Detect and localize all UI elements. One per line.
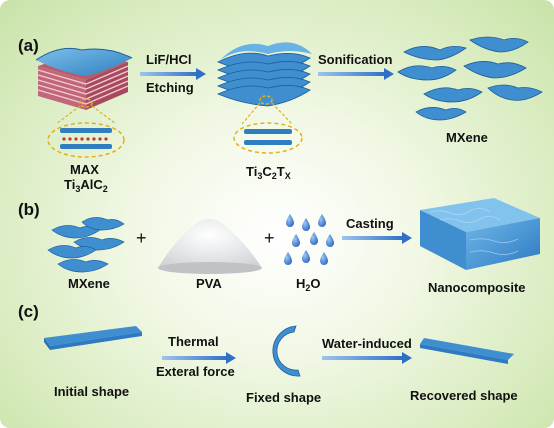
max-phase-stack-icon <box>35 47 133 110</box>
max-formula: Ti3AlC2 <box>64 177 108 194</box>
thermal-label: Thermal <box>168 334 219 349</box>
sonification-arrow <box>318 68 394 80</box>
recovered-shape-strip-icon <box>420 338 514 364</box>
nanocomposite-slab-icon <box>420 198 540 270</box>
initial-shape-strip-icon <box>44 326 142 350</box>
initial-shape-label: Initial shape <box>54 384 130 399</box>
nanocomposite-label: Nanocomposite <box>428 280 526 295</box>
panel-label-b: (b) <box>18 200 40 219</box>
recovered-shape-label: Recovered shape <box>410 388 518 403</box>
etching-arrow <box>140 68 206 80</box>
mxene-flakes-icon <box>397 36 543 121</box>
etchant-label: LiF/HCl <box>146 52 192 67</box>
water-label: H2O <box>296 276 321 293</box>
ti3c2tx-formula: Ti3C2TX <box>246 164 291 181</box>
casting-arrow <box>342 232 412 244</box>
mxene-label-a: MXene <box>446 130 488 145</box>
max-label: MAX <box>70 162 99 177</box>
ti3c2tx-zoom-callout <box>233 95 303 154</box>
fixed-shape-label: Fixed shape <box>246 390 322 405</box>
fixed-shape-curl-icon <box>272 325 301 377</box>
water-induced-label: Water-induced <box>322 336 412 351</box>
water-droplets-icon <box>284 214 334 265</box>
mxene-label-b: MXene <box>68 276 110 291</box>
casting-label: Casting <box>346 216 394 231</box>
pva-label: PVA <box>196 276 222 291</box>
external-force-label: Exteral force <box>156 364 235 379</box>
etching-label: Etching <box>146 80 194 95</box>
max-zoom-callout <box>47 98 125 158</box>
thermal-force-arrow <box>162 352 236 364</box>
water-induced-arrow <box>322 352 412 364</box>
panel-label-c: (c) <box>18 302 39 321</box>
sonification-label: Sonification <box>318 52 393 67</box>
pva-powder-icon <box>158 219 262 274</box>
plus-sign-1: + <box>136 228 147 248</box>
panel-label-a: (a) <box>18 36 39 55</box>
plus-sign-2: + <box>264 228 275 248</box>
mxene-flakes-small-icon <box>47 217 125 273</box>
